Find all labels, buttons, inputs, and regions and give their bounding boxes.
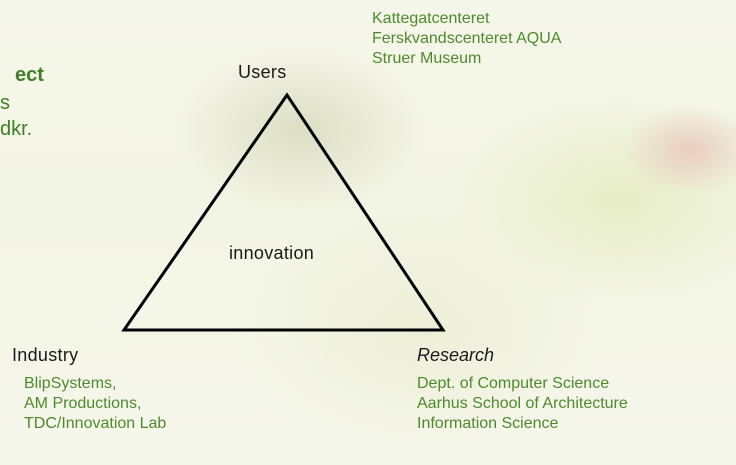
- users-member-item: Kattegatcenteret: [372, 10, 490, 27]
- research-member-item: Aarhus School of Architecture: [417, 395, 628, 412]
- users-member-item: Ferskvandscenteret AQUA: [372, 30, 562, 47]
- left-text-fragment: ect s dkr.: [0, 60, 44, 142]
- users-member-item: Struer Museum: [372, 50, 482, 67]
- industry-member-item: TDC/Innovation Lab: [24, 415, 167, 432]
- industry-node-label: Industry: [12, 345, 79, 365]
- research-member-item: Information Science: [417, 415, 559, 432]
- research-member-list: Dept. of Computer Science Aarhus School …: [417, 374, 628, 434]
- left-text-line-2: s: [0, 92, 10, 114]
- left-text-line-1: ect: [15, 64, 44, 86]
- users-node-label: Users: [238, 62, 287, 82]
- triangle-shape: [121, 92, 446, 332]
- research-node-label: Research: [417, 345, 495, 365]
- users-member-list: Kattegatcenteret Ferskvandscenteret AQUA…: [372, 9, 561, 69]
- industry-member-item: BlipSystems,: [24, 375, 117, 392]
- industry-member-list: BlipSystems, AM Productions, TDC/Innovat…: [24, 374, 166, 434]
- center-label: innovation: [229, 243, 315, 263]
- left-text-line-3: dkr.: [0, 118, 33, 140]
- research-member-item: Dept. of Computer Science: [417, 375, 610, 392]
- industry-member-item: AM Productions,: [24, 395, 142, 412]
